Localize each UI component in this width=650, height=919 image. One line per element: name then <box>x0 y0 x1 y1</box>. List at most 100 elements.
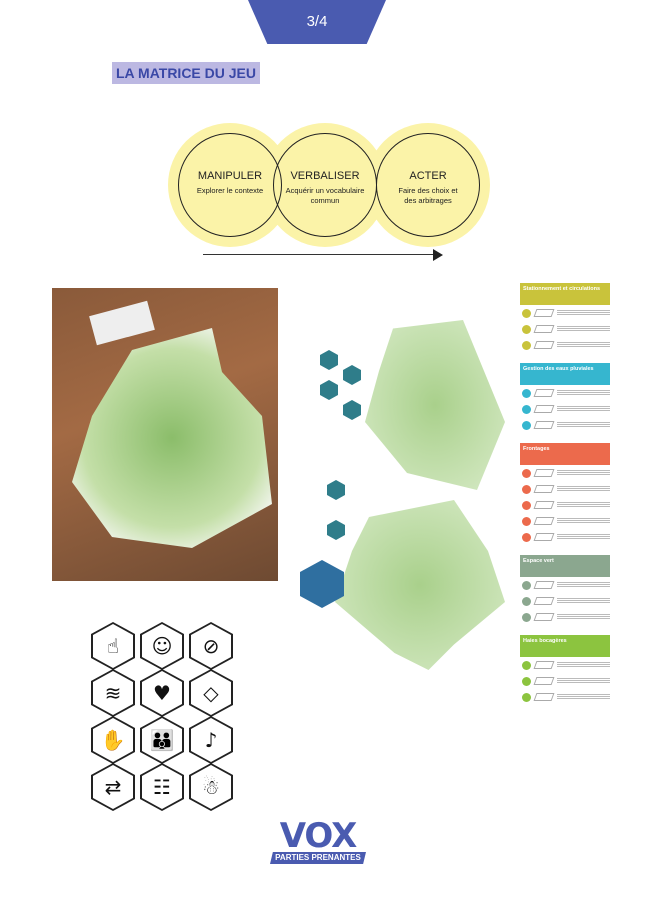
legend-row <box>520 385 610 401</box>
sketch-icon <box>533 661 555 669</box>
legend-row <box>520 321 610 337</box>
legend-dot <box>522 676 531 686</box>
legend-row <box>520 577 610 593</box>
legend-text-lines <box>557 598 610 604</box>
board-tile <box>320 380 338 400</box>
legend-dot <box>522 516 531 526</box>
legend-text-lines <box>557 406 610 412</box>
hand-plant-icon: ✋ <box>91 716 135 764</box>
legend-dot <box>522 324 531 334</box>
zoomed-tile <box>300 560 344 608</box>
sketch-icon <box>533 485 555 493</box>
matrix-heading: ACTER <box>409 170 447 182</box>
matrix-heading: VERBALISER <box>290 170 360 182</box>
shapes-icon: ◇ <box>189 669 233 717</box>
legend-text-lines <box>557 662 610 668</box>
legend-dot <box>522 532 531 542</box>
legend-heading: Gestion des eaux pluviales <box>520 363 610 385</box>
sketch-icon <box>533 693 555 701</box>
legend-text-lines <box>557 390 610 396</box>
matrix-circle-verbaliser: VERBALISER Acquérir un vocabulaire commu… <box>273 133 377 237</box>
legend-dot <box>522 308 531 318</box>
board-lower <box>335 500 505 670</box>
legend-row <box>520 337 610 353</box>
legend-text-lines <box>557 614 610 620</box>
legend-text-lines <box>557 486 610 492</box>
head-icon: ☺ <box>140 622 184 670</box>
shuffle-icon: ⇄ <box>91 763 135 811</box>
wifi-icon: ≋ <box>91 669 135 717</box>
logo-name: VOX <box>279 816 358 856</box>
board-tile <box>327 520 345 540</box>
board-tile <box>327 480 345 500</box>
section-title: LA MATRICE DU JEU <box>112 62 260 84</box>
family-icon: 👪 <box>140 716 184 764</box>
fingerprint-lightbulb-icon: ☝ <box>91 622 135 670</box>
legend-dot <box>522 388 531 398</box>
eye-slash-icon: ⊘ <box>189 622 233 670</box>
legend-dot <box>522 692 531 702</box>
legend-group: Espace vert <box>520 555 610 625</box>
matrix-text: Faire des choix et des arbitrages <box>398 186 458 205</box>
person-icon: ☃ <box>189 763 233 811</box>
game-board-plan <box>295 310 515 690</box>
legend-row <box>520 417 610 433</box>
legend-heading: Espace vert <box>520 555 610 577</box>
legend-group: Frontages <box>520 443 610 545</box>
heart-icon: ♥ <box>140 669 184 717</box>
legend-heading: Haies bocagères <box>520 635 610 657</box>
legend-dot <box>522 420 531 430</box>
matrix-circle-manipuler: MANIPULER Explorer le contexte <box>178 133 282 237</box>
sketch-icon <box>533 469 555 477</box>
legend-row <box>520 465 610 481</box>
legend-heading: Stationnement et circulations <box>520 283 610 305</box>
legend-text-lines <box>557 534 610 540</box>
vox-logo: VOX PARTIES PRENANTES <box>270 816 366 866</box>
sketch-icon <box>533 581 555 589</box>
board-tile <box>320 350 338 370</box>
board-tile <box>343 365 361 385</box>
cards <box>89 300 155 346</box>
sketch-icon <box>533 325 555 333</box>
progress-arrow <box>203 254 435 255</box>
legend-text-lines <box>557 326 610 332</box>
party-icon: ♪ <box>189 716 233 764</box>
board-tile <box>343 400 361 420</box>
legend-text-lines <box>557 582 610 588</box>
legend-row <box>520 497 610 513</box>
sketch-icon <box>533 517 555 525</box>
sketch-icon <box>533 597 555 605</box>
legend-text-lines <box>557 694 610 700</box>
legend-row <box>520 305 610 321</box>
page-number-tab: 3/4 <box>248 0 386 44</box>
logo-tagline: PARTIES PRENANTES <box>270 852 366 864</box>
legend-dot <box>522 500 531 510</box>
legend-row <box>520 481 610 497</box>
matrix-text: Acquérir un vocabulaire commun <box>285 186 365 205</box>
legend-dot <box>522 580 531 590</box>
game-photo <box>52 288 278 581</box>
legend-text-lines <box>557 502 610 508</box>
sketch-icon <box>533 613 555 621</box>
legend-text-lines <box>557 518 610 524</box>
legend-row <box>520 401 610 417</box>
sketch-icon <box>533 421 555 429</box>
matrix-text: Explorer le contexte <box>196 186 264 195</box>
legend-text-lines <box>557 310 610 316</box>
legend-row <box>520 673 610 689</box>
legend-text-lines <box>557 422 610 428</box>
legend-heading: Frontages <box>520 443 610 465</box>
legend-group: Stationnement et circulations <box>520 283 610 353</box>
legend-dot <box>522 468 531 478</box>
legend-row <box>520 529 610 545</box>
legend-text-lines <box>557 678 610 684</box>
legend-row <box>520 689 610 705</box>
sketch-icon <box>533 405 555 413</box>
legend-group: Gestion des eaux pluviales <box>520 363 610 433</box>
sketch-icon <box>533 677 555 685</box>
legend-dot <box>522 660 531 670</box>
sketch-icon <box>533 309 555 317</box>
legend-text-lines <box>557 470 610 476</box>
legend-row <box>520 513 610 529</box>
